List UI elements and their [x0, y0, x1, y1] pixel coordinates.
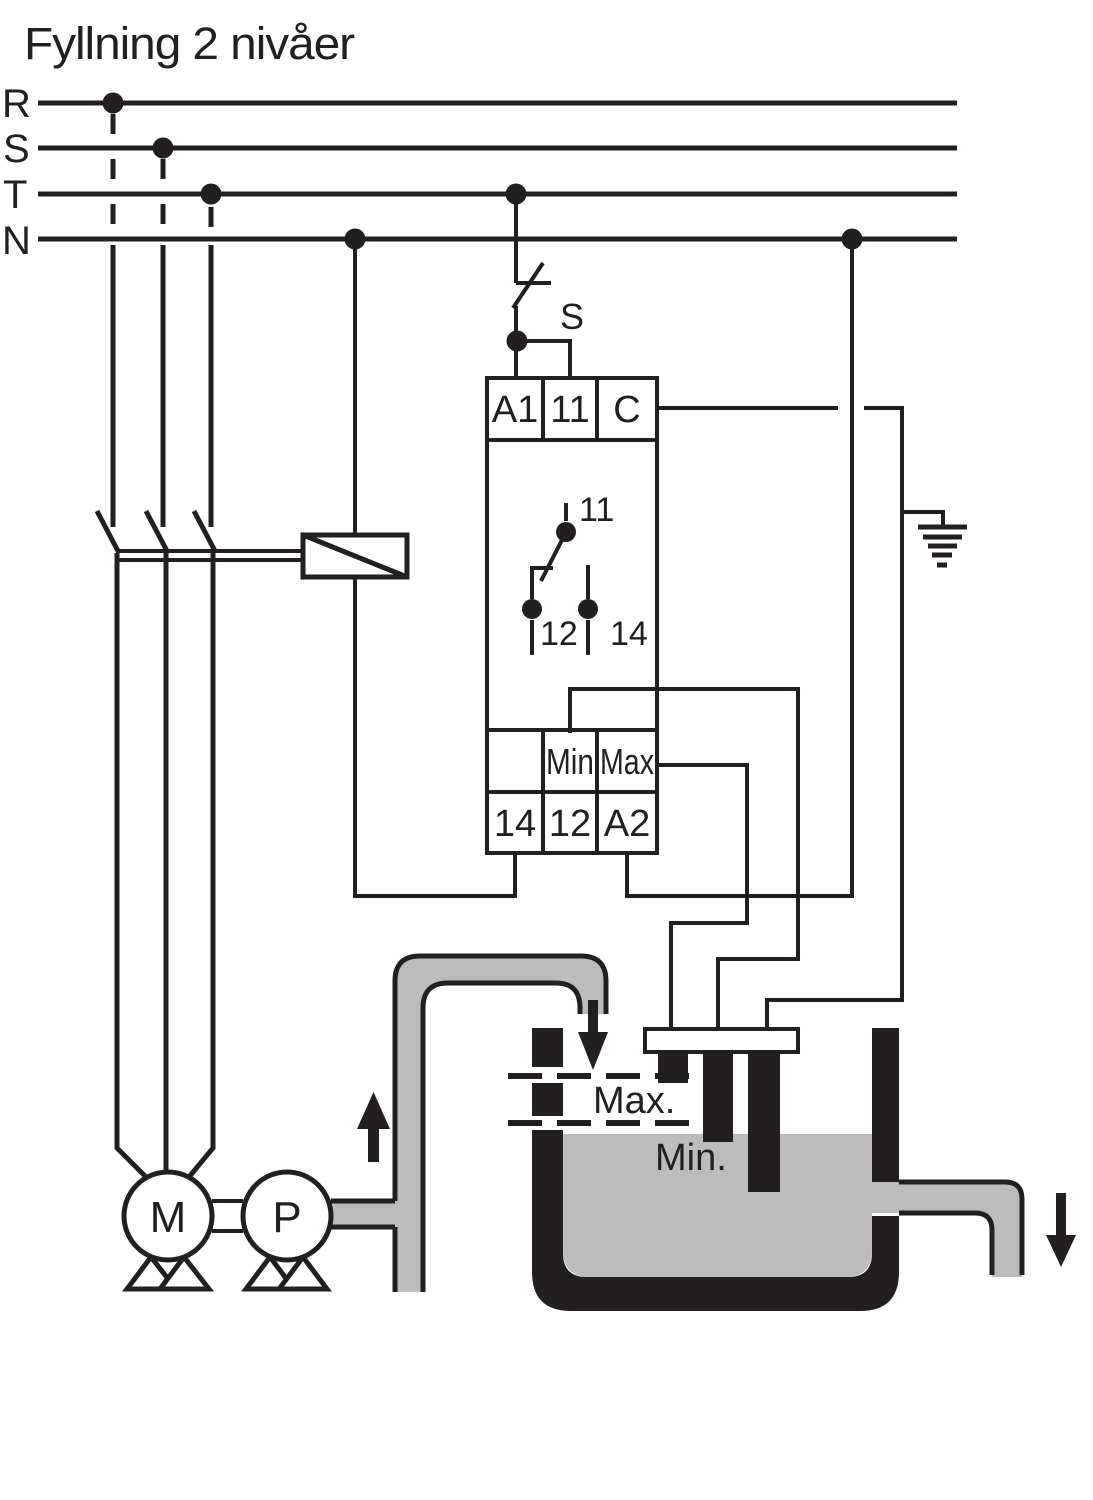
relay-level-dividers: [541, 730, 599, 792]
relay-bottom-dividers: [541, 792, 599, 853]
contact-label-14: 14: [610, 615, 648, 653]
flow-up-arrow-icon: [357, 1092, 390, 1162]
relay-level-terminal-row: [485, 728, 659, 794]
junction-dot: [102, 92, 124, 114]
wire-a2-to-n: [625, 239, 854, 898]
flow-arrows: [357, 1000, 1076, 1267]
common-electrode: [748, 1052, 780, 1192]
relay-terminal-a1: A1: [492, 389, 538, 431]
wire-coil-to-14: [353, 577, 517, 898]
outlet-down-arrow-icon: [1046, 1193, 1076, 1267]
flow-up-arrow-head: [357, 1092, 390, 1129]
flow-up-arrow-shaft: [368, 1129, 379, 1162]
electrode-flange: [643, 1027, 800, 1054]
inlet-arrow-head: [578, 1032, 608, 1070]
bus-label-r: R: [2, 82, 31, 126]
electrode-assembly: [643, 1027, 800, 1192]
relay-terminal-a2: A2: [604, 803, 650, 845]
tank-shell: [532, 1130, 899, 1311]
ground-branch: [902, 510, 945, 525]
bus-label-t: T: [3, 173, 27, 217]
control-wiring: [353, 204, 945, 1029]
relay-top-dividers: [541, 378, 599, 440]
contact-dot-11: [556, 522, 576, 542]
wire-max-electrode: [657, 763, 749, 1029]
page-title: Fyllning 2 nivåer: [24, 18, 355, 69]
junction-dot: [152, 137, 174, 159]
tank-wall-left-upper: [532, 1028, 563, 1067]
relay-terminal-max: Max: [600, 741, 654, 782]
junction-dots: [102, 92, 863, 352]
motor-symbol: [121, 1169, 215, 1263]
contactor-blade-2: [143, 509, 171, 555]
wire-c-segment-2: [765, 406, 904, 1029]
outlet-pipe-water: [868, 1182, 1022, 1277]
phase-drops: [110, 114, 214, 527]
contactor-coil-diagonal: [302, 532, 408, 580]
junction-dot: [344, 228, 366, 250]
min-electrode: [703, 1052, 733, 1142]
tank-wall-right-upper: [872, 1028, 899, 1182]
contactor-blade-3: [191, 509, 219, 555]
inlet-arrow-shaft: [588, 1000, 598, 1032]
switch-blade: [511, 261, 545, 310]
outlet-arrow-shaft: [1056, 1193, 1066, 1235]
motor-foot-right: [155, 1252, 215, 1292]
pump-symbol: [240, 1169, 334, 1263]
contactor-linkage: [116, 549, 303, 562]
motor-pump-set: [121, 1169, 334, 1292]
pump-outlet-pipe-outline: [331, 1198, 395, 1230]
riser-pipe-outline-outer: [392, 953, 609, 1292]
relay-terminal-b14: 14: [494, 803, 536, 845]
contact-dot-12: [522, 599, 542, 619]
wire-min-electrode: [568, 687, 800, 1029]
outlet-pipe-outline-top: [899, 1179, 1025, 1275]
labels: Fyllning 2 nivåer R S T N S A1 11 C 11 1…: [2, 18, 727, 1242]
jumper-a1-to-11: [517, 339, 572, 378]
tank-wall-left-mid: [532, 1083, 563, 1116]
motor-feeder-1: [114, 553, 148, 1179]
contactor: [94, 509, 410, 1179]
piping: [330, 953, 609, 1292]
pump-label: P: [272, 1193, 301, 1242]
contactor-blade-1: [94, 509, 122, 555]
bus-label-s: S: [3, 127, 30, 171]
pump-foot-right: [274, 1252, 332, 1292]
ground-icon: [918, 524, 967, 568]
relay-body: [485, 438, 659, 732]
junction-dot: [200, 183, 222, 205]
contact-dot-14: [578, 599, 598, 619]
relay-terminal-c: C: [613, 389, 640, 431]
tank-max-label: Max.: [593, 1080, 675, 1122]
bus-label-n: N: [2, 219, 31, 263]
riser-pipe-outline-inner: [420, 980, 583, 1292]
contact-label-12: 12: [540, 615, 578, 653]
motor-pump-coupling: [212, 1199, 243, 1233]
junction-dot: [505, 183, 527, 205]
relay-internal-contact: [522, 503, 598, 655]
power-bus: [38, 100, 957, 242]
relay-terminal-b12: 12: [549, 803, 591, 845]
pump-outlet-pipe-fill: [330, 1203, 397, 1227]
relay-terminal-11: 11: [550, 389, 589, 431]
junction-dot: [506, 330, 528, 352]
motor-label: M: [150, 1193, 187, 1242]
riser-pipe-fill: [395, 956, 606, 1292]
junction-dot: [841, 228, 863, 250]
max-electrode: [658, 1052, 688, 1083]
switch-label: S: [560, 296, 584, 337]
inlet-down-arrow-icon: [578, 1000, 608, 1070]
tank-water: [563, 1134, 872, 1277]
contact-moving-blade: [539, 539, 564, 582]
outlet-pipe-outline-bottom: [899, 1210, 995, 1275]
motor-feeder-3: [187, 553, 216, 1179]
tank-min-label: Min.: [655, 1137, 727, 1179]
contact-12-bracket: [530, 566, 553, 599]
contact-label-11: 11: [579, 491, 614, 529]
outlet-arrow-head: [1046, 1235, 1076, 1267]
relay-terminal-min: Min: [546, 741, 594, 782]
relay-bottom-terminal-row: [485, 790, 659, 855]
